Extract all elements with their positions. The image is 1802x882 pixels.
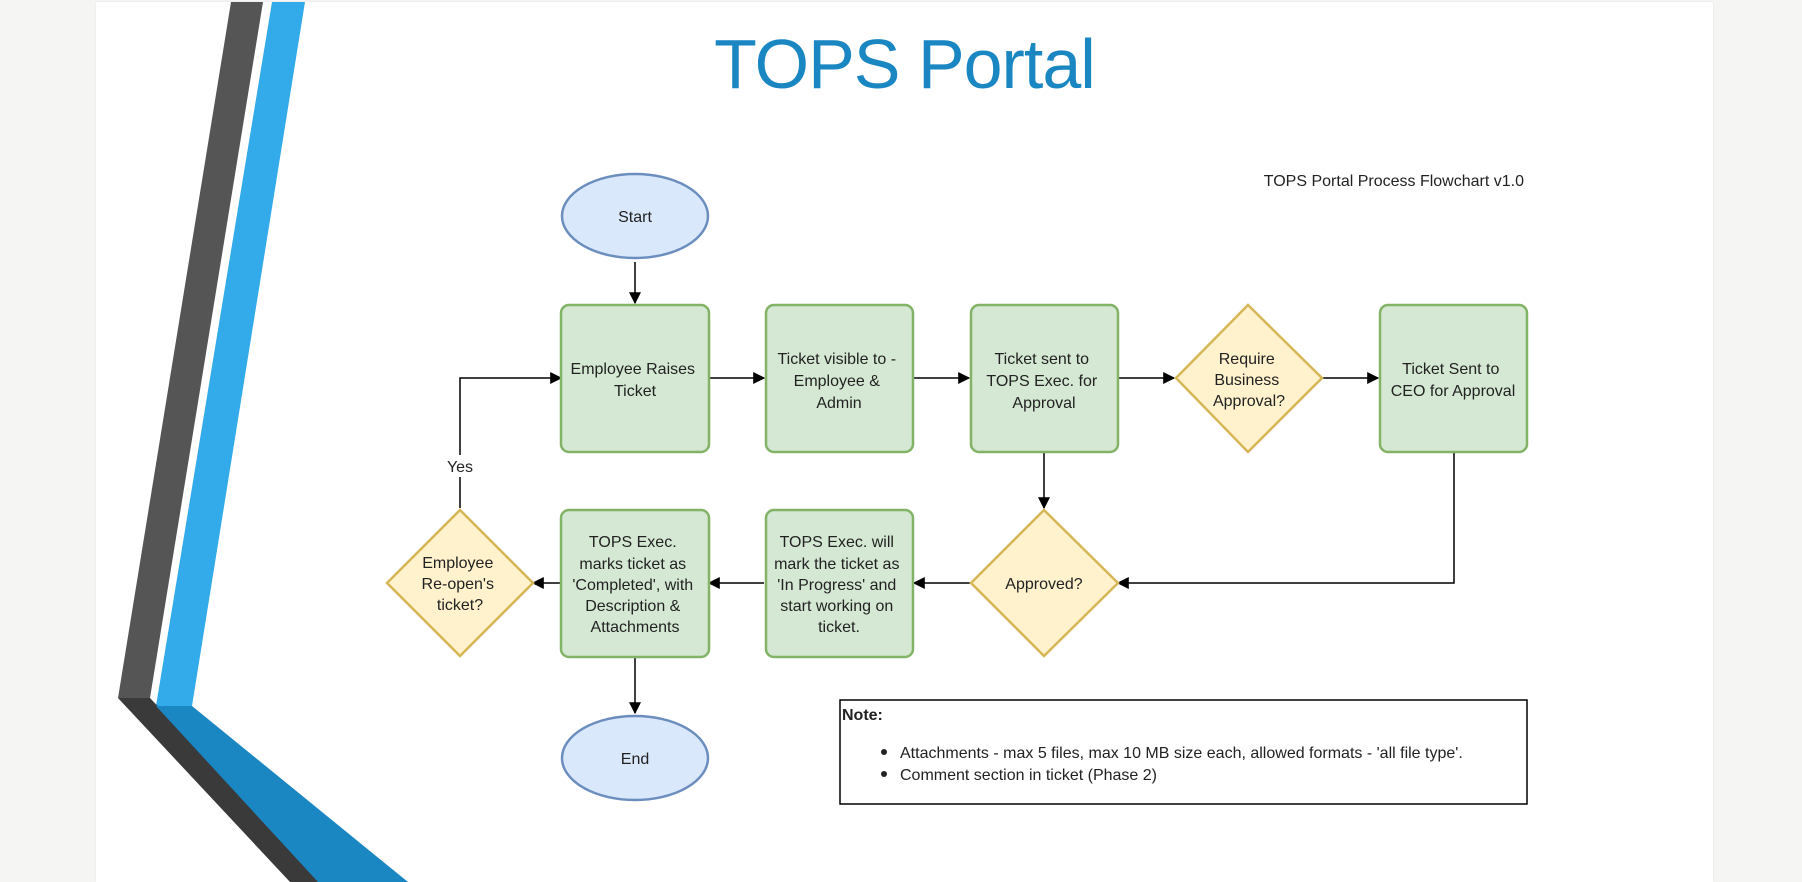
- note-heading: Note:: [842, 707, 883, 724]
- flowchart-caption: TOPS Portal Process Flowchart v1.0: [1264, 173, 1524, 190]
- decision-require-business-approval-label: Require Business Approval?: [1213, 351, 1285, 410]
- start-terminal: [560, 172, 710, 260]
- note-item: Comment section in ticket (Phase 2): [900, 767, 1157, 784]
- process-marks-completed-label: TOPS Exec. marks ticket as 'Completed', …: [572, 534, 697, 636]
- decision-approved-label: Approved?: [1005, 576, 1082, 593]
- process-ticket-visible: [764, 303, 915, 454]
- end-label: End: [621, 751, 649, 768]
- note-bullet: [881, 749, 887, 755]
- yes-label-bg: [442, 455, 478, 477]
- process-in-progress-label: TOPS Exec. will mark the ticket as 'In P…: [774, 534, 904, 636]
- note-bullet: [881, 771, 887, 777]
- process-ticket-sent-exec: [969, 303, 1120, 454]
- decision-approved: [969, 508, 1120, 658]
- note-box: [839, 699, 1528, 805]
- decision-require-business-approval: [1174, 303, 1324, 454]
- decision-employee-reopen-label: Employee Re-open's ticket?: [422, 555, 499, 614]
- process-employee-raises-ticket-label: Employee Raises Ticket: [571, 361, 700, 400]
- process-ticket-sent-ceo: [1378, 303, 1529, 454]
- note-item: Attachments - max 5 files, max 10 MB siz…: [900, 745, 1463, 762]
- process-ticket-sent-exec-label: Ticket sent to TOPS Exec. for Approval: [986, 351, 1101, 412]
- edge-label-yes: Yes: [447, 459, 473, 476]
- process-ticket-sent-ceo-label: Ticket Sent to CEO for Approval: [1391, 361, 1516, 400]
- slide-title: TOPS Portal: [714, 25, 1096, 103]
- process-marks-completed: [559, 508, 711, 659]
- edge-ceo-to-approved: [1116, 452, 1455, 589]
- decision-employee-reopen: [385, 508, 535, 658]
- end-terminal: [560, 714, 710, 802]
- edge-reopen-to-raise: [459, 372, 563, 508]
- start-label: Start: [618, 209, 652, 226]
- process-employee-raises-ticket: [559, 303, 711, 454]
- decorative-accent-stripes: [118, 2, 408, 882]
- process-ticket-visible-label: Ticket visible to - Employee & Admin: [778, 351, 901, 412]
- flowchart-edges: [459, 262, 1455, 715]
- process-in-progress: [764, 508, 915, 659]
